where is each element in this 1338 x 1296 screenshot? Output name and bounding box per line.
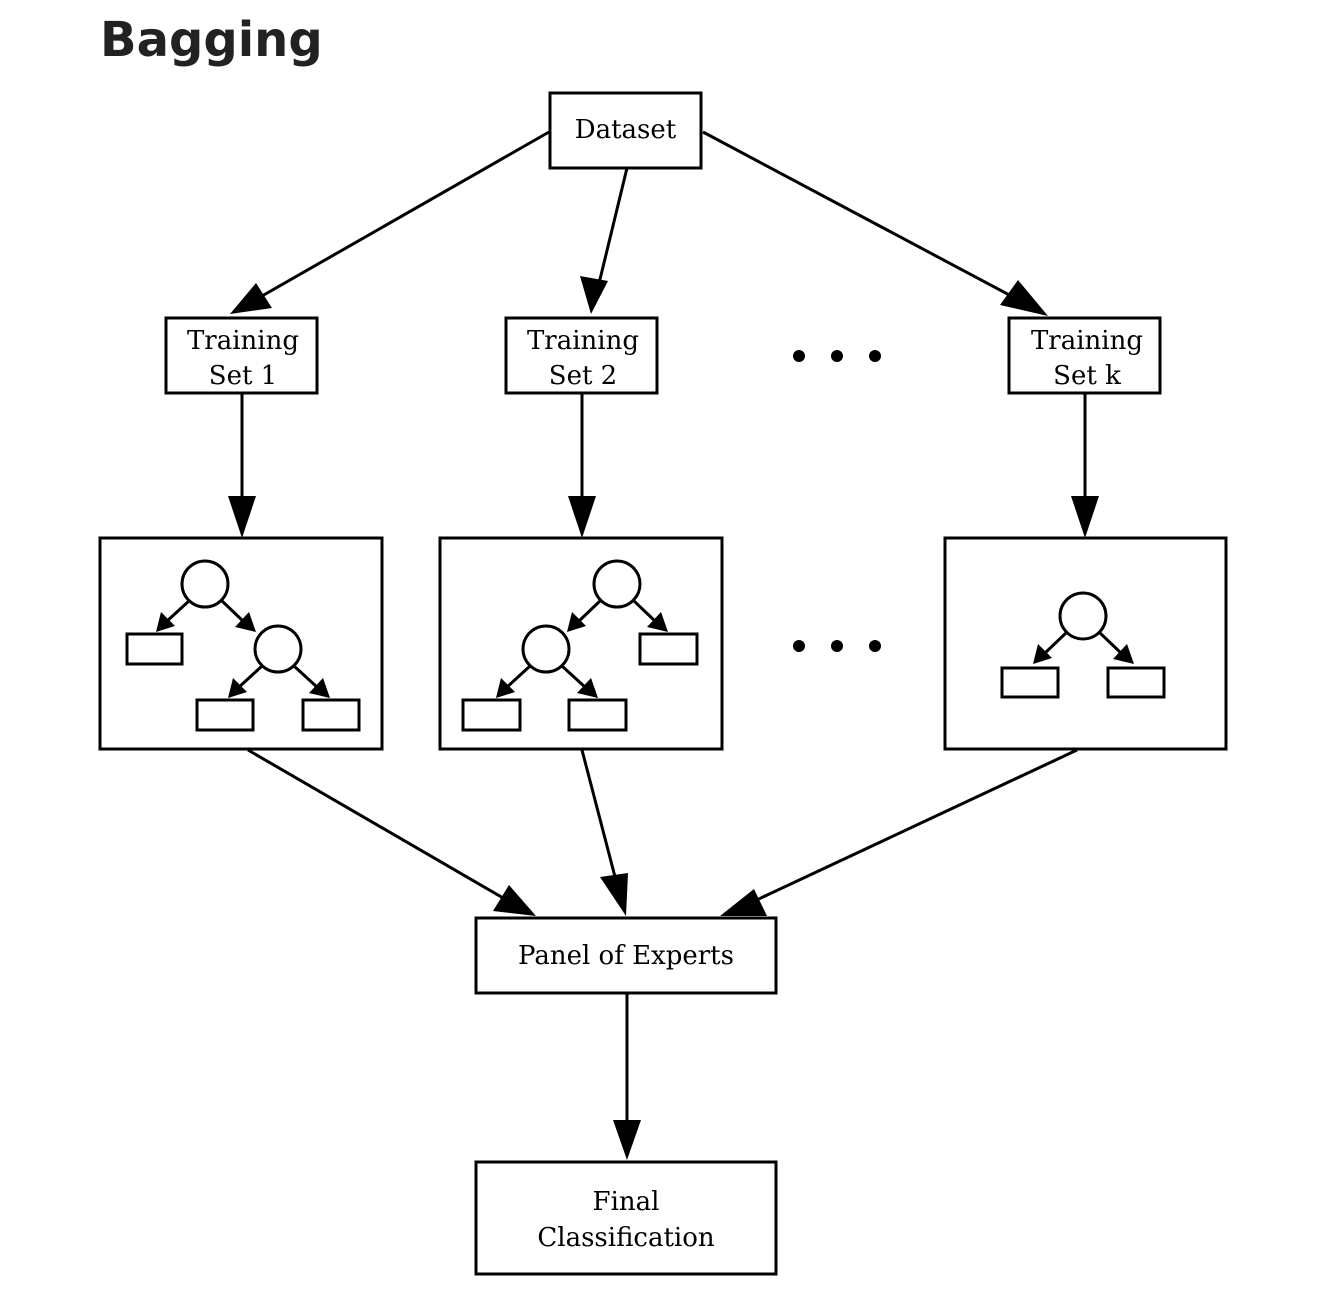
arrowhead xyxy=(228,496,256,538)
edge-tree-k-to-panel xyxy=(747,748,1078,906)
final-classification-line1: Final xyxy=(593,1187,660,1217)
edges xyxy=(228,130,1099,1160)
tree-node xyxy=(521,624,571,674)
page-title: Bagging xyxy=(100,12,323,68)
edge-dataset-to-training-set-k xyxy=(702,130,1031,308)
tree-node xyxy=(1058,591,1108,641)
tree-node xyxy=(592,559,642,609)
training-set-1-line1: Training xyxy=(187,326,299,356)
edge-tree-1-to-panel xyxy=(247,748,511,904)
tree-node xyxy=(180,559,230,609)
arrowhead xyxy=(1071,496,1099,538)
final-classification-node: Final Classification xyxy=(474,1160,778,1276)
tree-leaf xyxy=(638,632,699,666)
tree-panel-2 xyxy=(438,536,724,751)
arrowhead xyxy=(600,873,628,916)
ellipsis-training-sets xyxy=(793,350,881,362)
training-set-2-line1: Training xyxy=(527,326,639,356)
arrowhead xyxy=(580,276,608,314)
tree-leaf xyxy=(195,698,255,732)
final-classification-line2: Classification xyxy=(537,1223,715,1253)
tree-leaf xyxy=(567,698,628,732)
edge-tree-2-to-panel xyxy=(580,749,622,897)
panel-of-experts-node: Panel of Experts xyxy=(474,916,778,995)
tree-panel-1 xyxy=(98,536,384,751)
training-set-2-node: Training Set 2 xyxy=(504,316,659,395)
tree-leaf xyxy=(1106,666,1166,699)
edge-dataset-to-training-set-2 xyxy=(593,167,629,301)
training-set-1-node: Training Set 1 xyxy=(164,316,319,395)
training-set-2-line2: Set 2 xyxy=(549,361,617,391)
training-set-k-node: Training Set k xyxy=(1007,316,1162,395)
training-set-k-line1: Training xyxy=(1031,326,1143,356)
tree-leaf xyxy=(1000,666,1060,699)
arrowhead xyxy=(720,889,767,916)
tree-panel-k xyxy=(943,536,1228,751)
edge-dataset-to-training-set-1 xyxy=(233,130,550,314)
training-set-1-line2: Set 1 xyxy=(209,361,277,391)
dataset-label: Dataset xyxy=(575,115,677,145)
arrowhead xyxy=(493,885,536,916)
tree-leaf xyxy=(301,698,361,732)
panel-of-experts-label: Panel of Experts xyxy=(518,941,734,971)
training-set-k-line2: Set k xyxy=(1053,361,1121,391)
tree-leaf xyxy=(125,632,184,666)
tree-node xyxy=(253,624,303,674)
ellipsis-trees xyxy=(793,640,881,652)
dataset-node: Dataset xyxy=(548,91,703,170)
arrowhead xyxy=(613,1120,641,1160)
arrowhead xyxy=(1000,280,1048,316)
arrowhead xyxy=(230,283,272,314)
tree-leaf xyxy=(461,698,522,732)
arrowhead xyxy=(568,496,596,538)
